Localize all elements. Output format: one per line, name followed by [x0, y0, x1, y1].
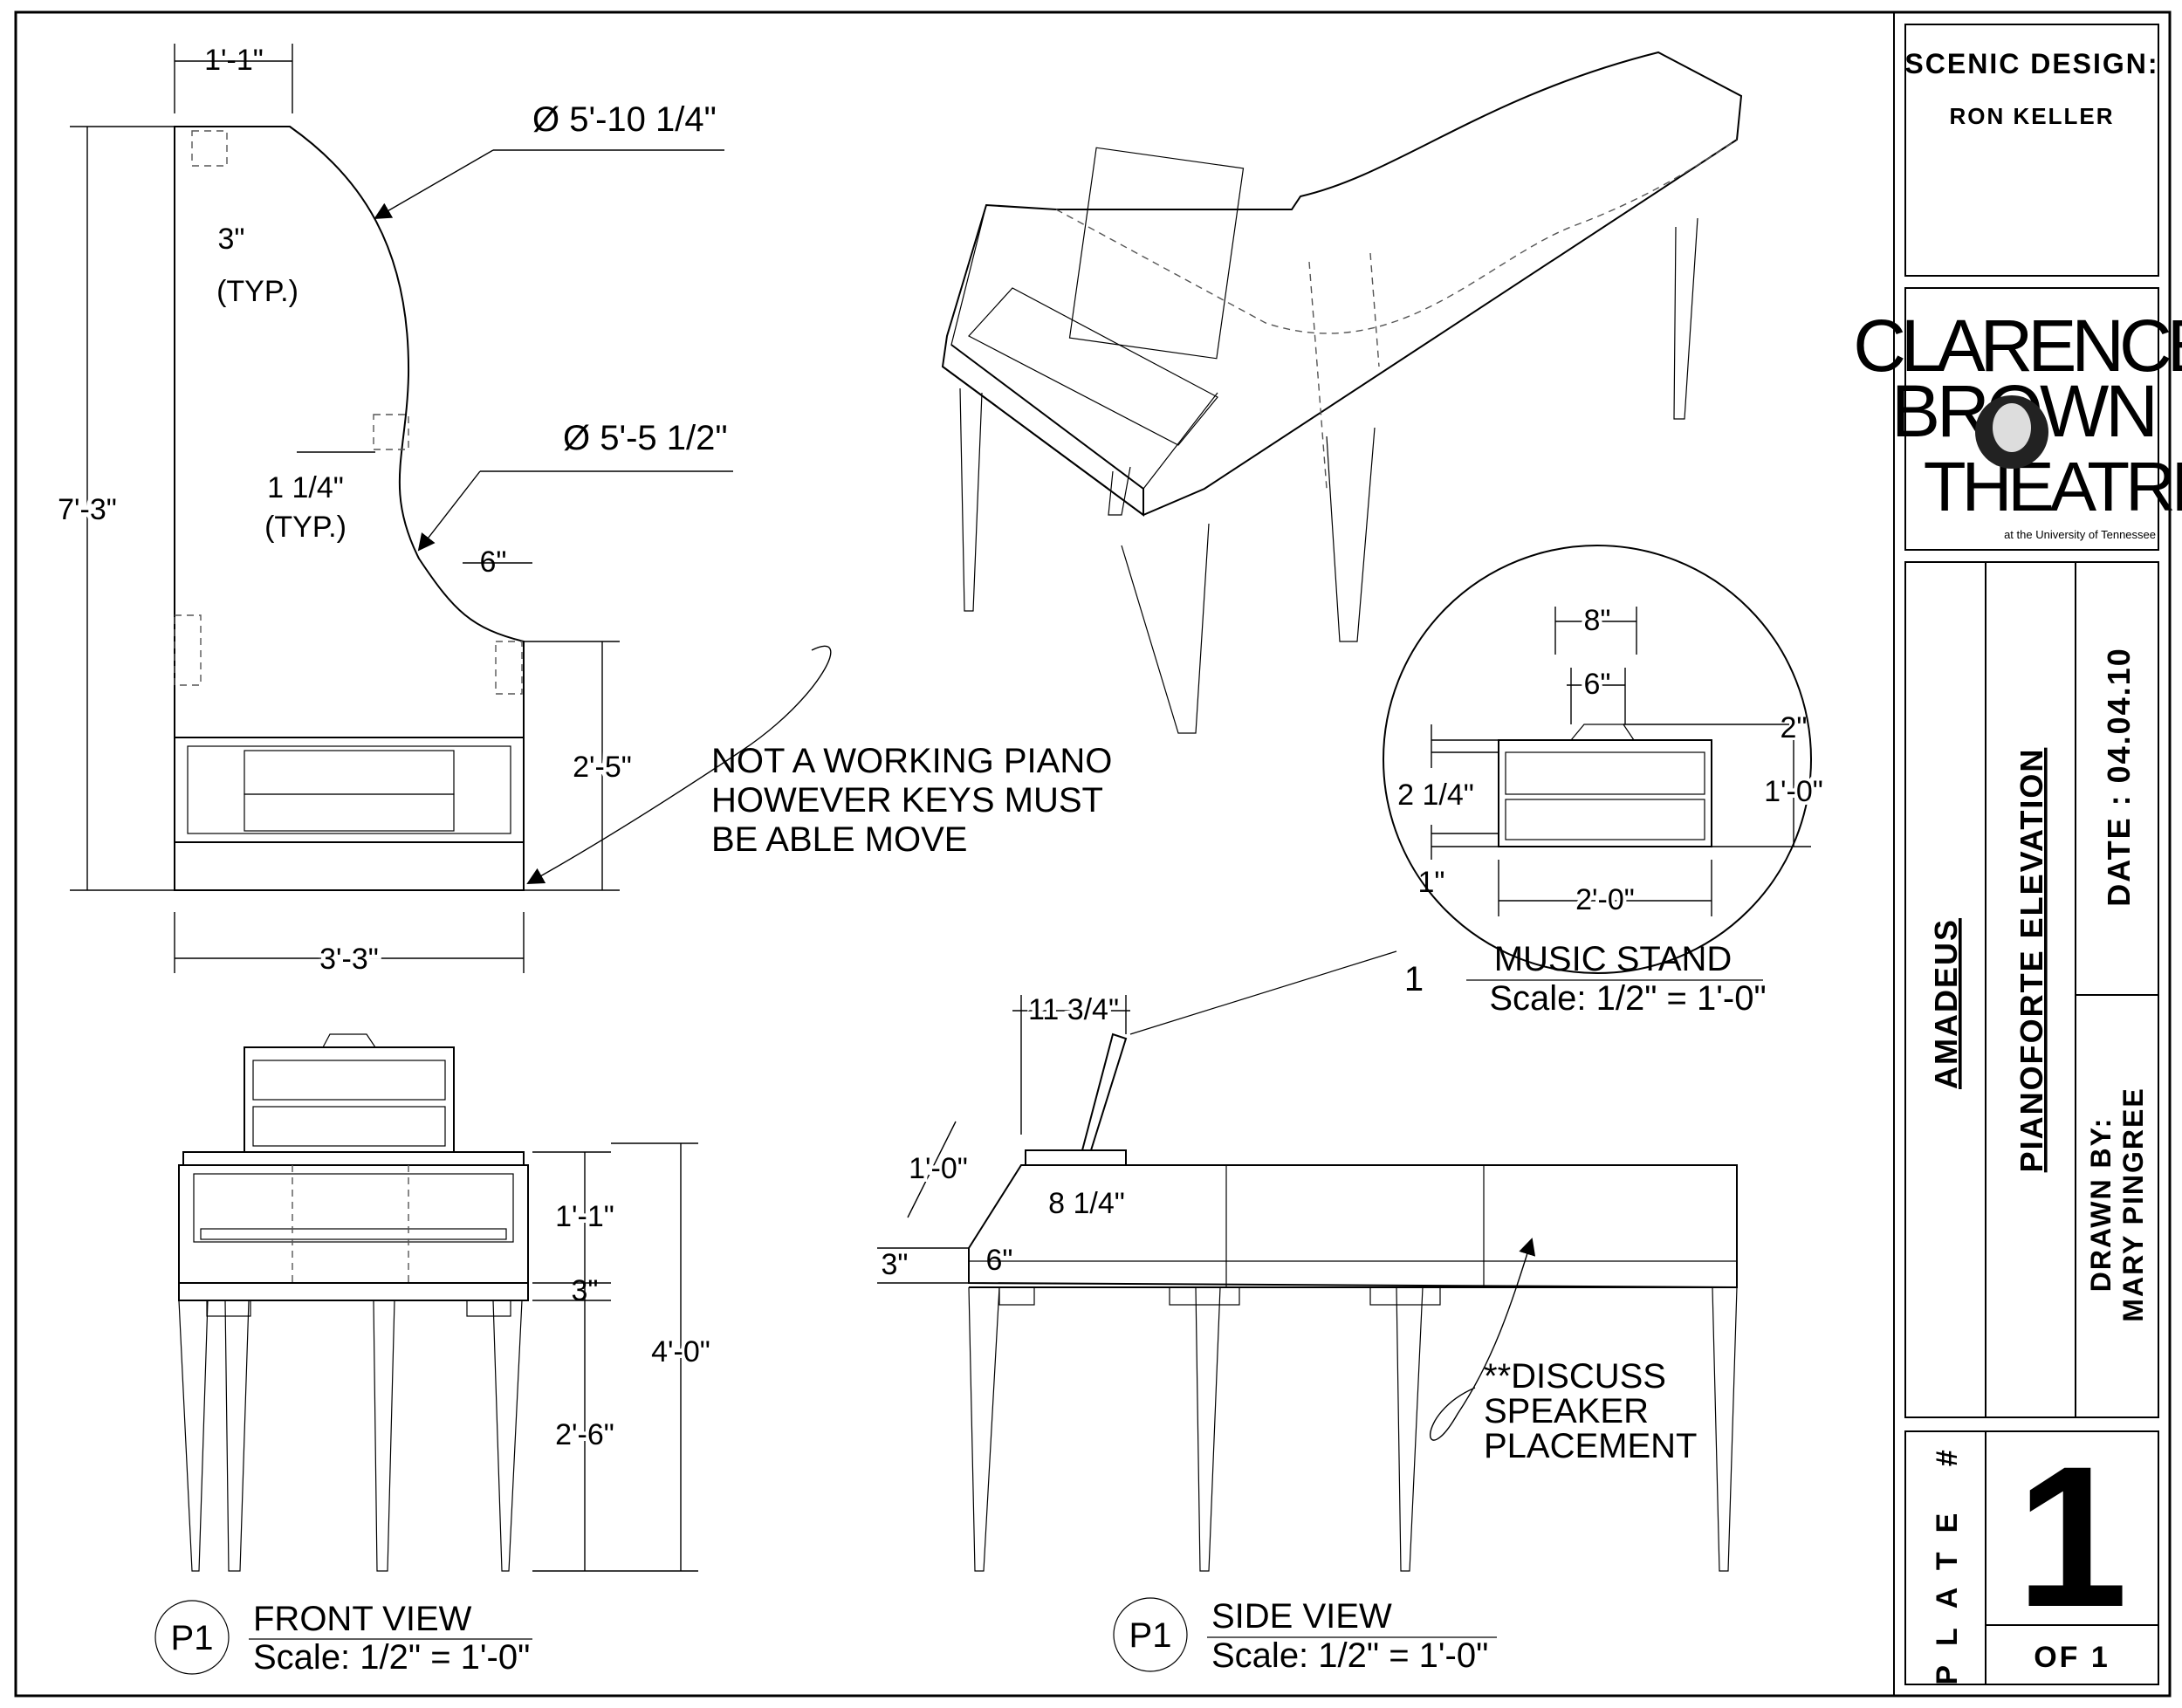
isometric-piano — [941, 51, 1743, 734]
title-block: SCENIC DESIGN: RON KELLER CLARENCE BROWN… — [1853, 12, 2182, 1696]
plan-keyboard — [174, 841, 525, 891]
detail-circle — [1383, 545, 1812, 974]
side-note: **DISCUSS SPEAKER PLACEMENT — [1484, 1357, 1698, 1465]
stand-title: MUSIC STAND — [1494, 940, 1733, 978]
front-dim-total: 4'-0" — [651, 1335, 710, 1368]
side-dim-small-a: 3" — [882, 1248, 909, 1281]
side-dim-front: 1'-0" — [909, 1152, 968, 1185]
plan-note: NOT A WORKING PIANO HOWEVER KEYS MUST BE… — [711, 742, 1122, 859]
drawing-date: DATE : 04.04.10 — [2101, 647, 2137, 906]
dim-inset: 1 1/4" — [267, 471, 344, 504]
plan-view: 1'-1" Ø 5'-10 1/4" 3" (TYP.) Ø 5'-5 1/2"… — [53, 44, 1122, 980]
plate-number: 1 — [2016, 1424, 2128, 1649]
front-dim-leg: 2'-6" — [555, 1418, 614, 1451]
side-marker-circle — [1113, 1597, 1188, 1672]
dim-corner: 3" — [218, 223, 245, 256]
drawn-by-label: DRAWN BY: — [2085, 1117, 2117, 1293]
drawn-by-name: MARY PINGREE — [2117, 1087, 2149, 1321]
side-view: 11 3/4" 1'-0" 8 1/4" 3" 6" **DISCUSS SPE… — [877, 990, 1738, 1675]
drawing-title: PIANOFORTE ELEVATION — [2014, 748, 2049, 1173]
dim-outer-radius: Ø 5'-10 1/4" — [532, 100, 717, 139]
front-view: 1'-1" 3" 2'-6" 4'-0" P1 FRONT VIEW Scale… — [154, 1033, 714, 1677]
stand-dim-top: 8" — [1584, 604, 1611, 637]
plate-of: OF 1 — [2034, 1641, 2110, 1674]
front-scale: Scale: 1/2" = 1'-0" — [253, 1638, 530, 1677]
side-scale: Scale: 1/2" = 1'-0" — [1211, 1636, 1488, 1675]
theatre-logo: CLARENCE BROWN THEATRE at the University… — [1853, 305, 2182, 541]
sheet-border — [14, 10, 2172, 1698]
stand-scale: Scale: 1/2" = 1'-0" — [1489, 979, 1766, 1018]
stand-dim-rail: 2 1/4" — [1397, 779, 1474, 812]
side-dim-stand-depth: 11 3/4" — [1028, 993, 1119, 1026]
plate-label: PLATE # — [1931, 1430, 1964, 1684]
stand-dim-right: 2" — [1781, 711, 1808, 744]
front-marker-circle — [154, 1600, 230, 1675]
side-dim-stand-height: 8 1/4" — [1048, 1187, 1125, 1220]
designer-name: RON KELLER — [1950, 103, 2115, 129]
dim-tail: 6" — [480, 545, 507, 579]
stand-dim-height: 1'-0" — [1764, 775, 1823, 808]
dim-length: 7'-3" — [58, 493, 117, 526]
designer-label: SCENIC DESIGN: — [1904, 48, 2158, 79]
dim-inner-radius: Ø 5'-5 1/2" — [563, 419, 728, 457]
music-stand-detail: 8" 6" 2" 1'-0" 2 1/4" 1" 2'-0" 1 MUSIC S… — [1129, 545, 1827, 1035]
dim-width: 3'-3" — [319, 943, 379, 976]
typ-2: (TYP.) — [264, 511, 347, 544]
production-name: AMADEUS — [1928, 918, 1964, 1089]
typ-1: (TYP.) — [216, 275, 298, 308]
logo-line-3: THEATRE — [1924, 448, 2182, 525]
stand-callout: 1 — [1404, 960, 1424, 998]
stand-dim-base: 1" — [1418, 866, 1445, 899]
side-title: SIDE VIEW — [1211, 1597, 1392, 1636]
logo-tagline: at the University of Tennessee — [2004, 528, 2156, 541]
dim-top-width: 1'-1" — [204, 44, 264, 77]
logo-line-1: CLARENCE — [1853, 305, 2182, 387]
front-dim-case: 1'-1" — [555, 1200, 614, 1233]
front-marker: P1 — [171, 1619, 214, 1657]
front-title: FRONT VIEW — [253, 1600, 472, 1638]
side-marker: P1 — [1129, 1616, 1172, 1655]
stand-dim-inner: 6" — [1584, 668, 1611, 701]
side-dim-small-b: 6" — [986, 1244, 1013, 1277]
stand-dim-width: 2'-0" — [1575, 883, 1635, 916]
dim-keyboard-depth: 2'-5" — [573, 751, 632, 784]
